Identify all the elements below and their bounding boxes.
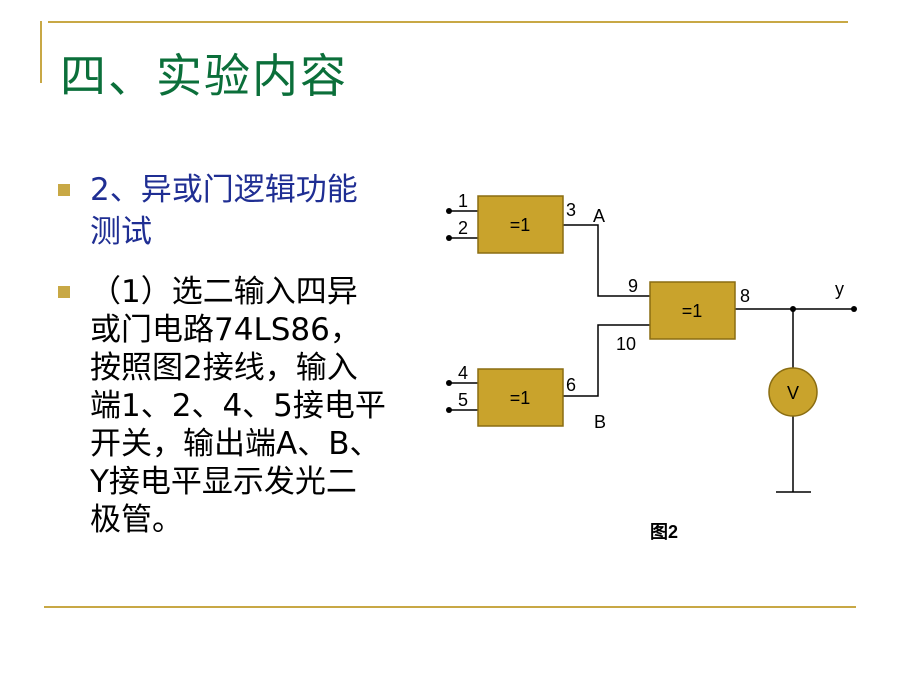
terminals: [446, 208, 857, 413]
gate-label: =1: [510, 388, 531, 408]
gate-label: =1: [510, 215, 531, 235]
figure-caption: 图2: [650, 522, 678, 542]
xor-gate-3: =1: [649, 281, 736, 340]
pin-label: 3: [566, 200, 576, 220]
bullet-line: 或门电路74LS86，: [90, 312, 361, 348]
gate-label: =1: [682, 301, 703, 321]
xor-gate-1: =1: [477, 195, 564, 254]
bullet-marker-2: [58, 286, 70, 298]
bullet-line: 极管。: [90, 502, 183, 538]
voltmeter: V: [768, 367, 818, 417]
pin-label: 1: [458, 191, 468, 211]
bullet-line: 2、异或门逻辑功能: [90, 172, 358, 208]
left-rule: [40, 21, 42, 83]
node-label-a: A: [593, 206, 605, 226]
bullet-line: 按照图2接线，输入: [90, 350, 358, 386]
terminal-dot: [446, 380, 452, 386]
terminal-dot: [446, 407, 452, 413]
pin-label: 10: [616, 334, 636, 354]
bullet-line: Y接电平显示发光二: [90, 464, 357, 500]
terminal-dot: [851, 306, 857, 312]
pin-label: 4: [458, 363, 468, 383]
bottom-rule: [44, 606, 856, 608]
xor-gate-2: =1: [477, 368, 564, 427]
meter-label: V: [787, 383, 799, 403]
bullet-heading: 2、异或门逻辑功能 测试: [90, 171, 358, 251]
pin-label: 2: [458, 218, 468, 238]
slide-title: 四、实验内容: [60, 49, 348, 103]
bullet-marker-1: [58, 184, 70, 196]
pin-label: 5: [458, 390, 468, 410]
bullet-line: 端1、2、4、5接电平: [90, 388, 386, 424]
pin-label: 6: [566, 375, 576, 395]
junction-dot: [790, 306, 796, 312]
terminal-dot: [446, 235, 452, 241]
bullet-line: 测试: [90, 214, 152, 250]
bullet-line: 开关，输出端A、B、: [90, 426, 381, 462]
node-label-b: B: [594, 412, 606, 432]
top-rule: [48, 21, 848, 23]
bullet-line: （1）选二输入四异: [90, 274, 358, 310]
pin-label: 8: [740, 286, 750, 306]
bullet-body: （1）选二输入四异 或门电路74LS86， 按照图2接线，输入 端1、2、4、5…: [90, 273, 386, 539]
pin-label: 9: [628, 276, 638, 296]
node-label-y: y: [835, 279, 844, 299]
terminal-dot: [446, 208, 452, 214]
